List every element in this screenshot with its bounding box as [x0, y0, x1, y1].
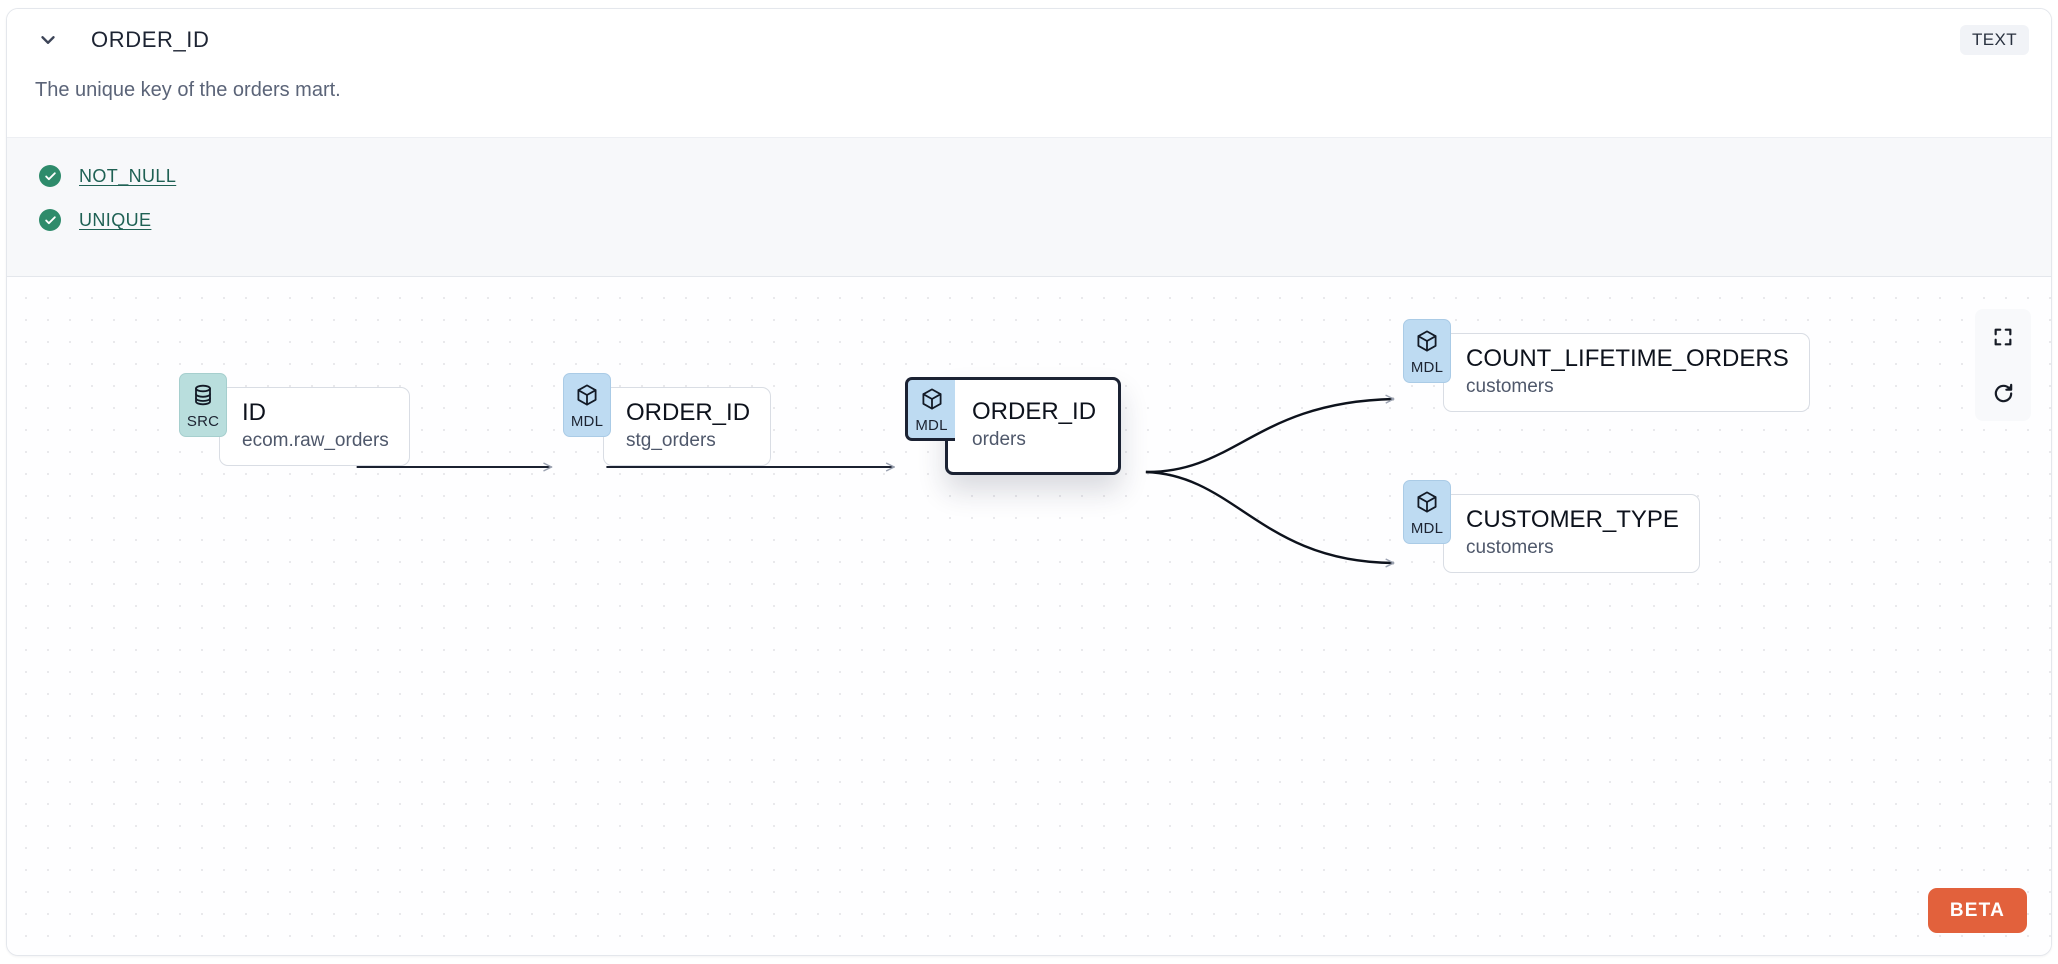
cube-icon	[575, 383, 599, 412]
node-card[interactable]: ORDER_ID stg_orders	[603, 387, 772, 467]
node-title: CUSTOMER_TYPE	[1466, 506, 1679, 533]
node-badge-label: MDL	[1410, 520, 1444, 537]
node-card[interactable]: ORDER_ID orders	[945, 377, 1122, 476]
lineage-canvas[interactable]: SRC ID ecom.raw_orders MDL ORDE	[7, 277, 2051, 956]
test-link-not-null[interactable]: NOT_NULL	[79, 166, 177, 186]
beta-badge[interactable]: BETA	[1927, 888, 2027, 933]
tests-section: NOT_NULL UNIQUE	[7, 137, 2051, 277]
node-badge-label: MDL	[570, 413, 604, 430]
test-row: UNIQUE	[7, 198, 2051, 242]
database-icon	[191, 383, 215, 412]
node-badge-label: MDL	[915, 417, 948, 434]
cube-icon	[1415, 329, 1439, 358]
node-subtitle: ecom.raw_orders	[242, 429, 389, 451]
page-title: ORDER_ID	[91, 27, 210, 52]
lineage-node-count-lifetime-orders[interactable]: MDL COUNT_LIFETIME_ORDERS customers	[1403, 319, 1810, 413]
node-title: ID	[242, 399, 266, 426]
node-subtitle: customers	[1466, 375, 1554, 397]
node-card[interactable]: COUNT_LIFETIME_ORDERS customers	[1443, 333, 1810, 413]
header-row: ORDER_ID TEXT	[7, 9, 2051, 71]
fit-view-button[interactable]	[1975, 309, 2031, 365]
node-subtitle: orders	[972, 428, 1026, 450]
lineage-node-orders-selected[interactable]: MDL ORDER_ID orders	[905, 377, 1122, 476]
chevron-down-icon[interactable]	[35, 27, 61, 53]
node-badge-src: SRC	[179, 373, 227, 437]
lineage-node-stg-orders[interactable]: MDL ORDER_ID stg_orders	[563, 373, 772, 467]
node-badge-mdl: MDL	[563, 373, 611, 437]
node-subtitle: stg_orders	[626, 429, 716, 451]
fullscreen-icon	[1992, 326, 2014, 348]
node-badge-mdl: MDL	[905, 377, 955, 441]
node-card[interactable]: ID ecom.raw_orders	[219, 387, 410, 467]
node-badge-mdl: MDL	[1403, 319, 1451, 383]
refresh-button[interactable]	[1975, 365, 2031, 421]
test-row: NOT_NULL	[7, 154, 2051, 198]
node-title: COUNT_LIFETIME_ORDERS	[1466, 345, 1789, 372]
cube-icon	[1415, 490, 1439, 519]
node-title: ORDER_ID	[972, 398, 1097, 425]
canvas-controls	[1975, 309, 2031, 421]
edge-n3-n4	[1145, 399, 1394, 474]
lineage-node-customer-type[interactable]: MDL CUSTOMER_TYPE customers	[1403, 480, 1700, 574]
edge-n3-n5	[1145, 470, 1394, 563]
lineage-edges	[356, 277, 2051, 956]
check-circle-icon	[39, 209, 61, 231]
data-type-badge: TEXT	[1959, 25, 2029, 55]
node-badge-label: SRC	[186, 413, 220, 430]
node-card[interactable]: CUSTOMER_TYPE customers	[1443, 494, 1700, 574]
test-link-unique[interactable]: UNIQUE	[79, 210, 152, 230]
column-description: The unique key of the orders mart.	[35, 79, 341, 101]
node-subtitle: customers	[1466, 536, 1554, 558]
column-detail-panel: ORDER_ID TEXT The unique key of the orde…	[6, 8, 2052, 956]
lineage-node-id[interactable]: SRC ID ecom.raw_orders	[179, 373, 410, 467]
check-circle-icon	[39, 165, 61, 187]
node-badge-label: MDL	[1410, 359, 1444, 376]
panel-header: ORDER_ID TEXT The unique key of the orde…	[7, 9, 2051, 137]
cube-icon	[920, 387, 944, 416]
node-badge-mdl: MDL	[1403, 480, 1451, 544]
refresh-icon	[1992, 382, 2015, 405]
node-title: ORDER_ID	[626, 399, 751, 426]
